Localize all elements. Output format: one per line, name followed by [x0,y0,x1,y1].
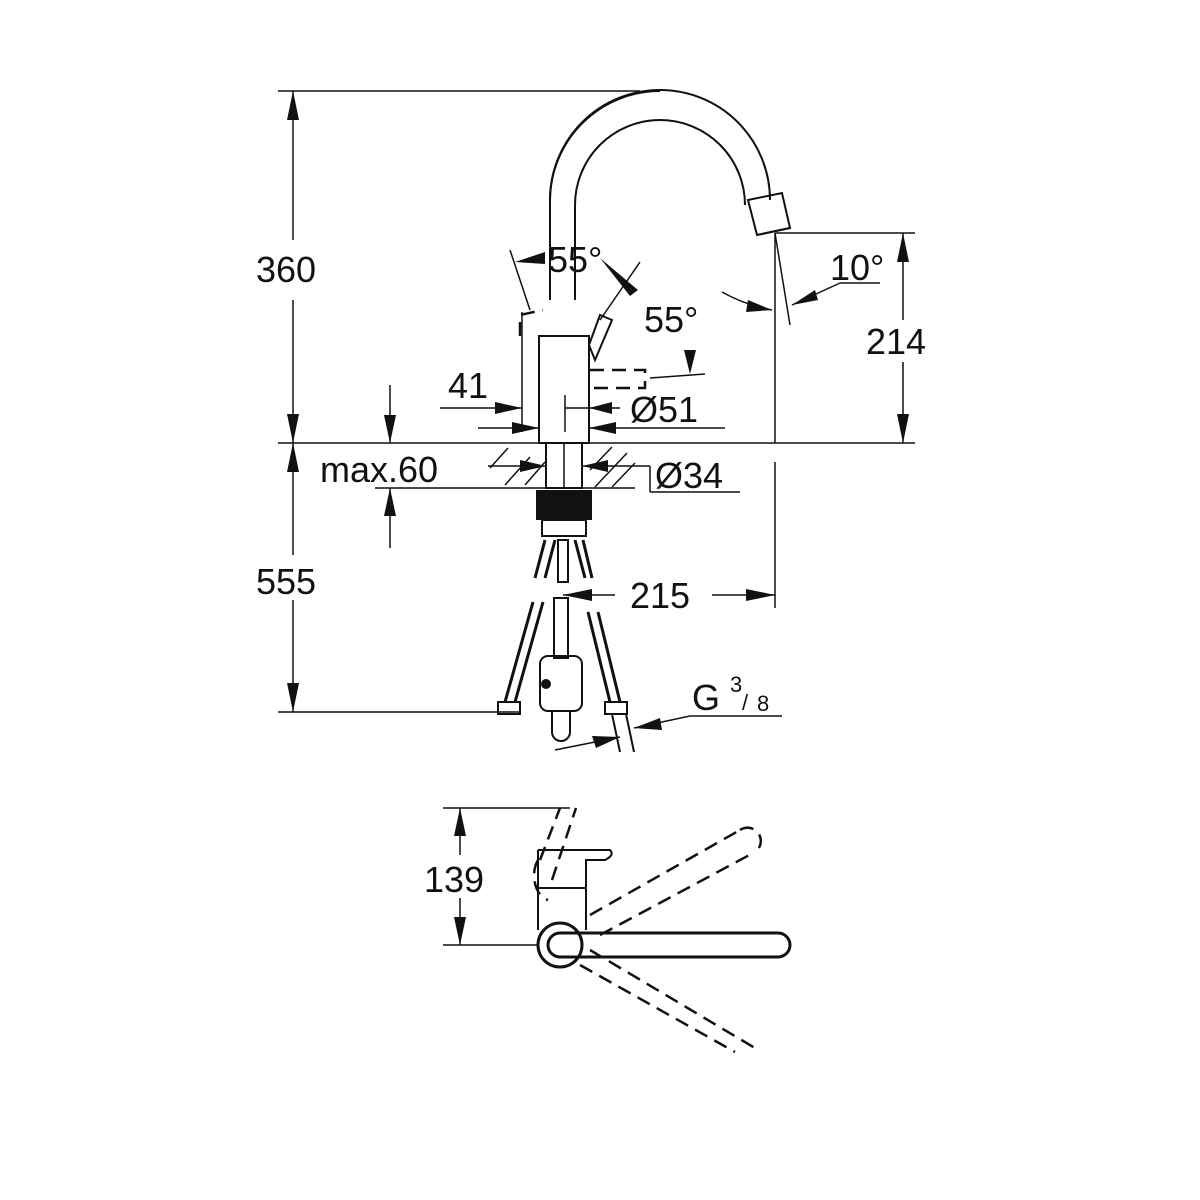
dim-thread-g38: G 3 / 8 [554,672,782,751]
top-view: 139 [424,807,792,1054]
lever-handle [587,313,614,363]
dim-360: 360 [256,91,316,443]
dim-51: Ø51 [478,389,725,434]
svg-text:Ø51: Ø51 [630,389,698,430]
dim-10-degree: 10° [721,247,884,312]
lever-left-ghost [518,308,544,336]
svg-text:10°: 10° [830,247,884,288]
dim-max-60: max.60 [320,385,546,548]
svg-text:41: 41 [448,365,488,406]
dim-555: 555 [256,443,316,712]
svg-text:3: 3 [730,672,742,697]
dim-55-angle: 55° 55° [509,239,706,379]
lever-right-ghost [590,368,647,390]
svg-text:Ø34: Ø34 [655,455,723,496]
svg-text:214: 214 [866,321,926,362]
dim-214: 214 [774,232,926,443]
svg-text:/: / [742,690,749,715]
dim-215: 215 [563,462,776,616]
svg-text:555: 555 [256,561,316,602]
faucet-body [538,335,590,444]
svg-text:8: 8 [757,691,769,716]
svg-text:360: 360 [256,249,316,290]
svg-text:55°: 55° [548,239,602,280]
mounting-nut-and-hoses [497,490,635,753]
dim-34: Ø34 [582,455,740,496]
svg-text:215: 215 [630,575,690,616]
svg-text:55°: 55° [644,299,698,340]
svg-text:max.60: max.60 [320,449,438,490]
svg-text:139: 139 [424,859,484,900]
dim-41: 41 [440,312,523,432]
spout [549,89,792,300]
svg-text:G: G [692,677,720,718]
